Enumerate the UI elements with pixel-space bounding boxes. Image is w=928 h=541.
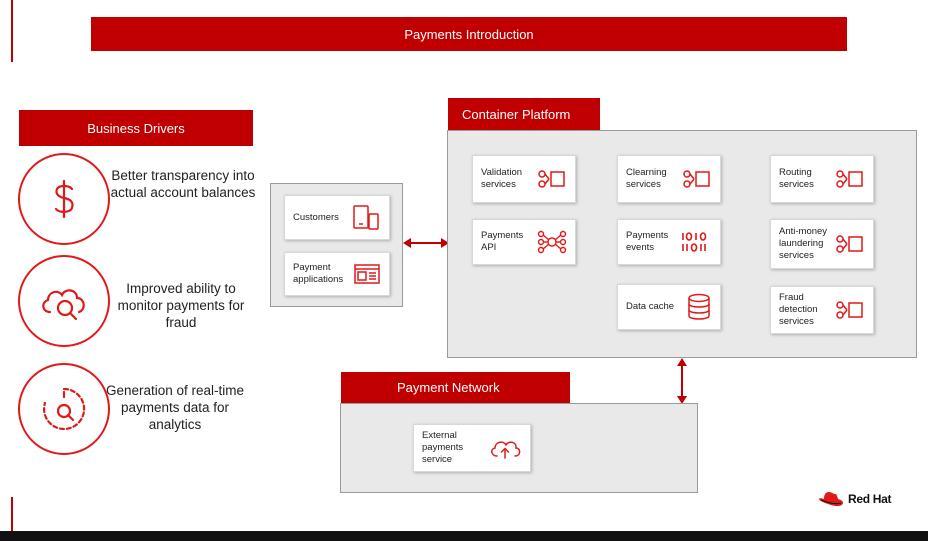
anti-money-laundering-card[interactable]: Anti-money laundering services xyxy=(770,219,874,269)
left-accent-line-top xyxy=(11,0,13,62)
payment-applications-card[interactable]: Payment applications xyxy=(284,252,390,296)
service-node-icon xyxy=(836,235,863,253)
driver-text-fraud: Improved ability to monitor payments for… xyxy=(117,281,245,330)
bottom-strip xyxy=(0,531,928,541)
validation-services-card[interactable]: Validation services xyxy=(472,155,576,203)
red-hat-text: Red Hat xyxy=(848,492,892,506)
service-node-icon xyxy=(538,170,565,188)
customers-card[interactable]: Customers xyxy=(284,195,390,240)
routing-services-label: Routing services xyxy=(779,167,814,190)
fraud-detection-label: Fraud detection services xyxy=(779,292,818,327)
clock-search-icon xyxy=(18,363,110,455)
anti-money-laundering-label: Anti-money laundering services xyxy=(779,226,828,261)
business-drivers-title: Business Drivers xyxy=(19,110,253,146)
devices-icon xyxy=(353,204,379,230)
page-title: Payments Introduction xyxy=(91,17,847,51)
payments-api-card[interactable]: Payments API xyxy=(472,219,576,265)
api-network-icon xyxy=(537,230,567,254)
driver-text-transparency: Better transparency into actual account … xyxy=(110,168,256,200)
payments-events-label: Payments events xyxy=(626,230,669,253)
service-node-icon xyxy=(836,301,863,319)
red-hat-icon xyxy=(819,492,843,507)
database-icon xyxy=(688,293,710,320)
external-payments-card[interactable]: External payments service xyxy=(413,424,531,472)
dollar-icon xyxy=(18,153,110,245)
cloud-search-icon xyxy=(18,255,110,347)
data-cache-label: Data cache xyxy=(626,301,675,312)
binary-events-icon xyxy=(682,232,707,252)
service-node-icon xyxy=(683,170,710,188)
validation-services-label: Validation services xyxy=(481,167,523,190)
routing-services-card[interactable]: Routing services xyxy=(770,155,874,203)
external-payments-label: External payments service xyxy=(422,430,464,465)
clearning-services-card[interactable]: Clearning services xyxy=(617,155,721,203)
application-window-icon xyxy=(354,264,380,284)
payment-applications-label: Payment applications xyxy=(293,262,344,285)
payments-events-card[interactable]: Payments events xyxy=(617,219,721,265)
fraud-detection-card[interactable]: Fraud detection services xyxy=(770,286,874,334)
payment-network-title: Payment Network xyxy=(341,372,570,403)
driver-text-analytics: Generation of real-time payments data fo… xyxy=(105,383,245,432)
payments-api-label: Payments API xyxy=(481,230,524,253)
clearning-services-label: Clearning services xyxy=(626,167,667,190)
container-platform-title: Container Platform xyxy=(448,98,600,130)
platform-network-connector xyxy=(677,358,687,404)
data-cache-card[interactable]: Data cache xyxy=(617,284,721,330)
customers-label: Customers xyxy=(293,211,339,223)
cloud-upload-icon xyxy=(491,441,521,459)
channels-platform-connector xyxy=(403,238,449,248)
red-hat-logo: Red Hat xyxy=(818,490,892,508)
left-accent-line-bottom xyxy=(11,497,13,531)
service-node-icon xyxy=(836,170,863,188)
